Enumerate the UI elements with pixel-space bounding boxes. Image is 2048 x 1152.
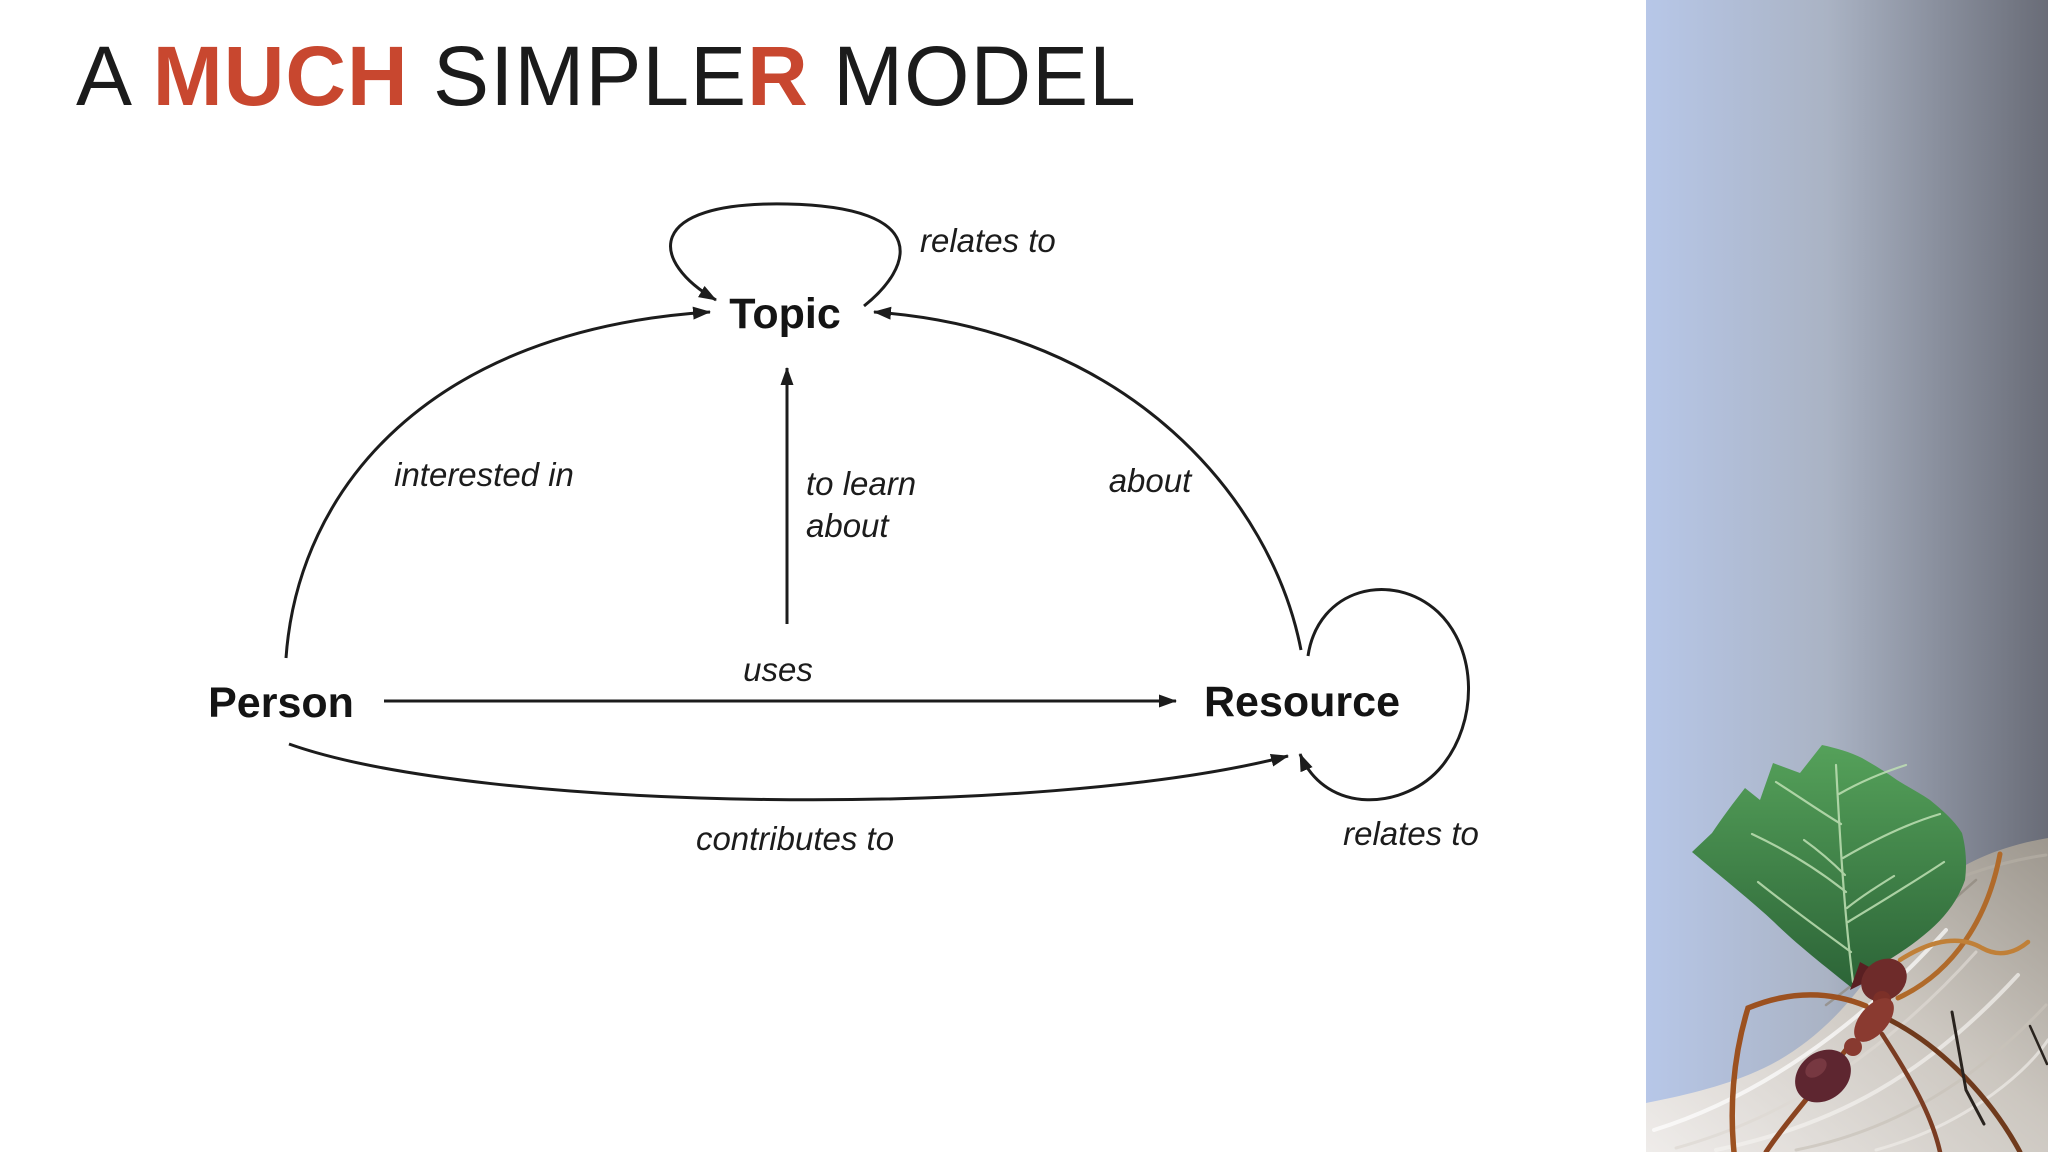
title-segment-accent: R	[747, 29, 809, 123]
title-segment: MODEL	[808, 29, 1137, 123]
leaf	[1692, 745, 1966, 988]
twig-shadows	[1950, 1010, 2048, 1126]
ant-petiole	[1844, 1038, 1862, 1056]
ant-photo	[1646, 0, 2048, 1152]
ant-abdomen	[1795, 1049, 1851, 1103]
edge-resource-relates-to-loop	[1298, 588, 1470, 802]
slide-title: A MUCH SIMPLER MODEL	[76, 30, 1137, 122]
label-contributes-to: contributes to	[696, 820, 894, 857]
ant-thorax	[1854, 998, 1894, 1042]
edge-person-contributes-to-resource	[288, 742, 1289, 802]
edge-person-interested-in-topic	[284, 306, 711, 659]
node-resource: Resource	[1204, 678, 1400, 726]
node-topic: Topic	[729, 290, 840, 338]
title-segment-accent: MUCH	[152, 29, 409, 123]
label-topic-relates-to: relates to	[920, 222, 1056, 259]
wood-branch	[1646, 838, 2048, 1152]
label-about: about	[1109, 462, 1193, 499]
edge-topic-relates-to-loop	[669, 202, 902, 308]
label-interested-in: interested in	[394, 456, 574, 493]
ant-head	[1861, 958, 1907, 1002]
ant-abdomen-highlight	[1805, 1058, 1827, 1078]
title-segment: SIMPLE	[408, 29, 748, 123]
presentation-slide: A MUCH SIMPLER MODEL Person Topi	[76, 29, 1479, 857]
label-resource-relates-to: relates to	[1343, 815, 1479, 852]
label-to-learn-about: about	[806, 507, 890, 544]
leaf-veins	[1750, 763, 1946, 984]
ant-antenna	[1897, 938, 2031, 963]
concept-diagram: Person Topic Resource relates to interes…	[208, 202, 1479, 857]
ant-photo-illustration	[1646, 0, 2048, 1152]
edge-resource-about-topic	[873, 306, 1303, 651]
label-uses: uses	[743, 651, 813, 688]
label-to-learn: to learn	[806, 465, 916, 502]
title-segment: A	[76, 29, 153, 123]
node-person: Person	[208, 679, 354, 727]
